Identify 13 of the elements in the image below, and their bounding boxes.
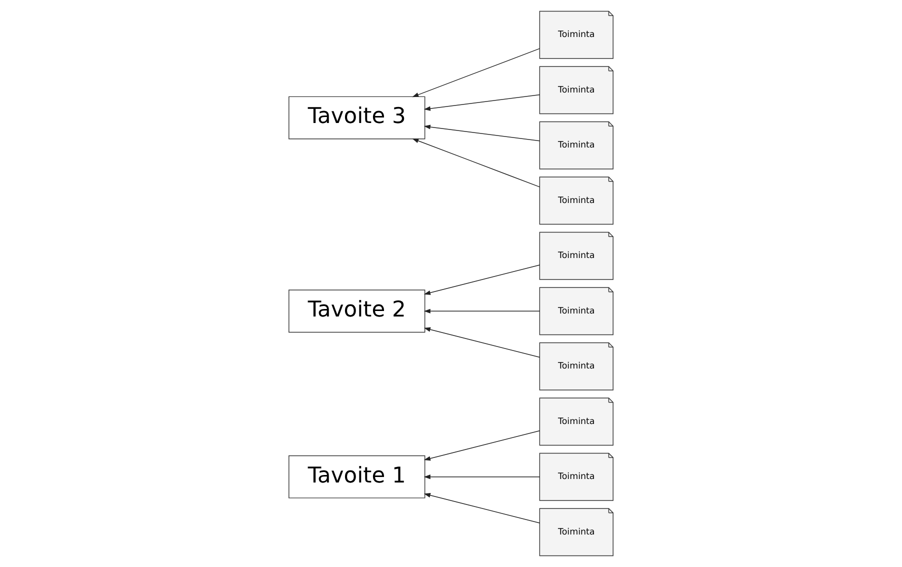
arrow <box>424 493 540 524</box>
arrow <box>412 138 540 188</box>
arrow <box>424 94 540 111</box>
arrow <box>424 264 540 295</box>
arrow <box>424 327 540 358</box>
arrow <box>412 48 540 98</box>
arrow <box>424 308 540 314</box>
node-box: Tavoite 2 <box>288 290 426 333</box>
node-box: Tavoite 1 <box>288 455 426 498</box>
arrow <box>424 474 540 480</box>
arrow <box>424 430 540 461</box>
node-box: Tavoite 3 <box>288 96 426 140</box>
arrow <box>424 124 540 142</box>
